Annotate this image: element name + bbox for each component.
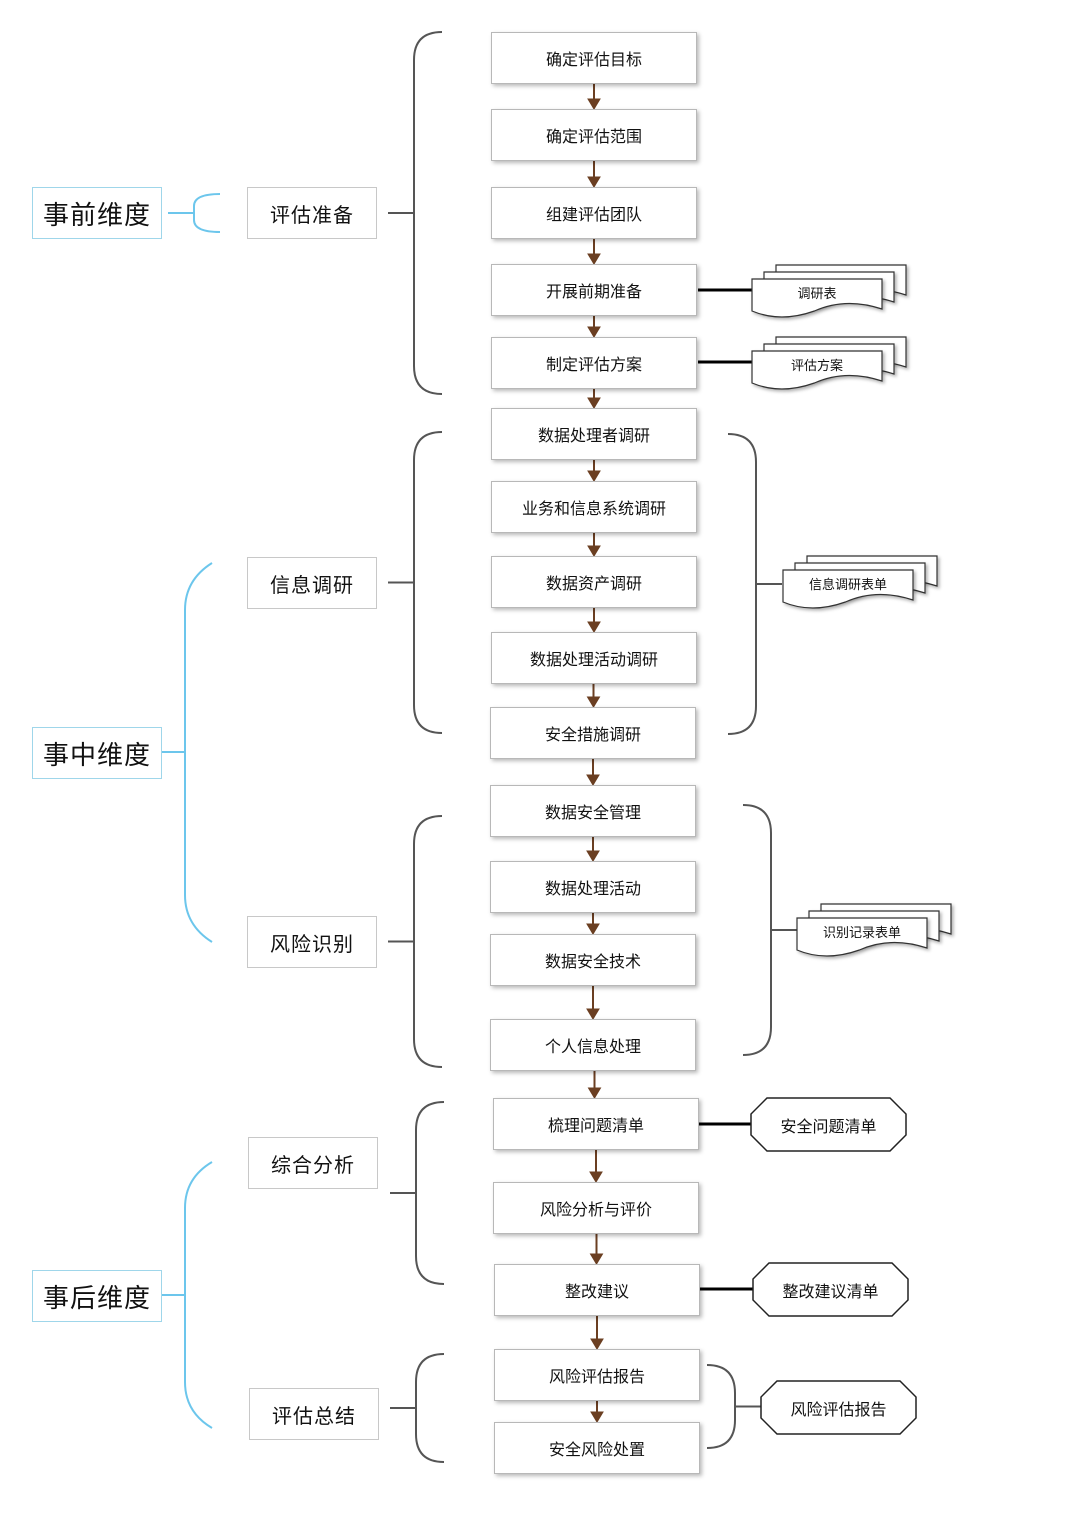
flow-arrowhead (587, 176, 601, 188)
phase-bracket-1 (413, 31, 443, 395)
step-box: 梳理问题清单 (493, 1098, 699, 1150)
step-box: 整改建议 (494, 1264, 700, 1316)
document-stack (782, 555, 938, 609)
document-stack (751, 264, 907, 318)
flow-arrowhead (586, 774, 600, 786)
flow-arrowhead (586, 696, 601, 708)
output-box (760, 1380, 917, 1435)
step-box: 制定评估方案 (491, 337, 697, 389)
flow-arrowhead (590, 1411, 604, 1423)
step-box: 安全措施调研 (490, 707, 696, 759)
step-box: 个人信息处理 (490, 1019, 696, 1071)
step-box: 风险评估报告 (494, 1349, 700, 1401)
phase-box: 综合分析 (248, 1137, 378, 1189)
document-stack-label: 评估方案 (790, 358, 843, 374)
flow-arrowhead (587, 397, 601, 409)
phase-box: 评估总结 (249, 1388, 379, 1440)
dimension-box: 事后维度 (32, 1270, 162, 1322)
output-bracket-1 (727, 433, 757, 735)
dimension-bracket-3 (184, 1161, 213, 1429)
output-box (750, 1097, 907, 1152)
dimension-box: 事中维度 (32, 727, 162, 779)
flow-arrowhead (587, 1087, 602, 1099)
output-box-label: 风险评估报告 (790, 1399, 887, 1419)
output-box-label: 整改建议清单 (782, 1281, 879, 1301)
step-box: 组建评估团队 (491, 187, 697, 239)
dimension-bracket-2 (184, 562, 213, 943)
step-box: 数据资产调研 (491, 556, 697, 608)
step-box: 数据处理活动调研 (491, 632, 697, 684)
phase-box: 信息调研 (247, 557, 377, 609)
phase-bracket-4 (415, 1101, 445, 1285)
step-box: 业务和信息系统调研 (491, 481, 697, 533)
step-box: 确定评估范围 (491, 109, 697, 161)
flow-arrowhead (586, 1008, 600, 1020)
step-box: 确定评估目标 (491, 32, 697, 84)
step-box: 数据安全管理 (490, 785, 696, 837)
flow-arrowhead (589, 1253, 604, 1265)
document-stack (796, 903, 952, 957)
document-stack-label: 信息调研表单 (808, 577, 887, 593)
flow-arrowhead (587, 470, 601, 482)
phase-box: 风险识别 (247, 916, 377, 968)
output-box (752, 1262, 909, 1317)
step-box: 数据安全技术 (490, 934, 696, 986)
output-box-label: 安全问题清单 (780, 1116, 877, 1136)
output-bracket-3 (706, 1364, 736, 1449)
flow-arrowhead (587, 326, 601, 338)
flow-arrowhead (587, 621, 601, 633)
step-box: 开展前期准备 (491, 264, 697, 316)
flow-arrowhead (586, 923, 600, 935)
phase-bracket-2 (413, 431, 443, 734)
flow-arrowhead (587, 545, 601, 557)
dimension-bracket-1 (193, 193, 221, 233)
document-stack-label: 调研表 (797, 286, 837, 302)
phase-bracket-5 (415, 1353, 445, 1463)
document-stack (751, 336, 907, 390)
output-bracket-2 (742, 804, 772, 1056)
step-box: 数据处理者调研 (491, 408, 697, 460)
step-box: 风险分析与评价 (493, 1182, 699, 1234)
flow-arrowhead (590, 1338, 604, 1350)
flow-arrowhead (589, 1171, 603, 1183)
document-stack-label: 识别记录表单 (822, 925, 901, 941)
phase-bracket-3 (413, 815, 443, 1068)
flow-arrowhead (586, 850, 600, 862)
phase-box: 评估准备 (247, 187, 377, 239)
step-box: 安全风险处置 (494, 1422, 700, 1474)
step-box: 数据处理活动 (490, 861, 696, 913)
flow-arrowhead (587, 253, 601, 265)
flow-arrowhead (587, 98, 601, 110)
dimension-box: 事前维度 (32, 187, 162, 239)
